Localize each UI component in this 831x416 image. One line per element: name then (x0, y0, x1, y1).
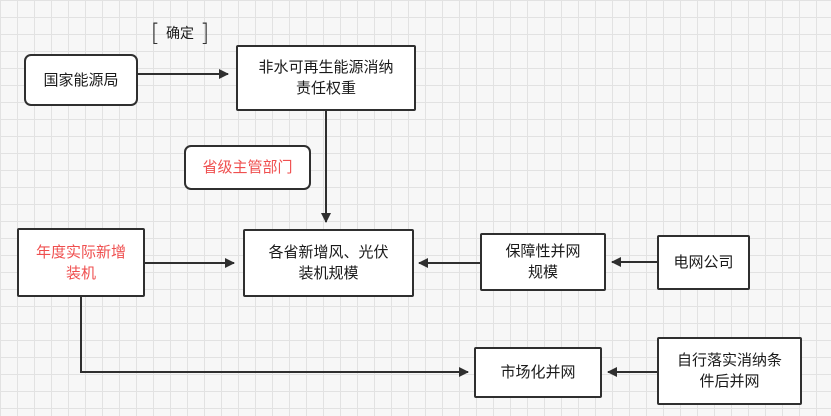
node-market-label: 市场化并网 (500, 363, 576, 381)
confirm-label-text: 确定 (166, 26, 194, 42)
node-new-scale-label: 各省新增风、光伏 装机规模 (268, 243, 389, 282)
node-province-dept-label: 省级主管部门 (202, 158, 293, 176)
node-annual-install: 年度实际新增 装机 (17, 228, 145, 297)
node-quota: 非水可再生能源消纳 责任权重 (236, 45, 416, 111)
node-grid-company: 电网公司 (657, 235, 750, 290)
confirm-label: [ 确定 ] (141, 17, 219, 49)
node-guarantee-label: 保障性并网 规模 (505, 242, 581, 281)
node-guarantee: 保障性并网 规模 (480, 233, 606, 291)
node-market: 市场化并网 (474, 347, 602, 398)
node-new-scale: 各省新增风、光伏 装机规模 (243, 229, 414, 297)
node-nea: 国家能源局 (24, 54, 138, 106)
node-grid-company-label: 电网公司 (673, 253, 734, 271)
arrow-install-to-market (80, 297, 469, 377)
bracket-right-icon: ] (200, 19, 210, 47)
node-self-absorb: 自行落实消纳条 件后并网 (657, 337, 802, 405)
node-quota-label: 非水可再生能源消纳 责任权重 (258, 58, 394, 97)
node-province-dept: 省级主管部门 (184, 145, 311, 190)
node-annual-install-label: 年度实际新增 装机 (35, 242, 126, 282)
node-nea-label: 国家能源局 (43, 70, 119, 89)
bracket-left-icon: [ (150, 19, 160, 47)
node-self-absorb-label: 自行落实消纳条 件后并网 (676, 351, 782, 390)
